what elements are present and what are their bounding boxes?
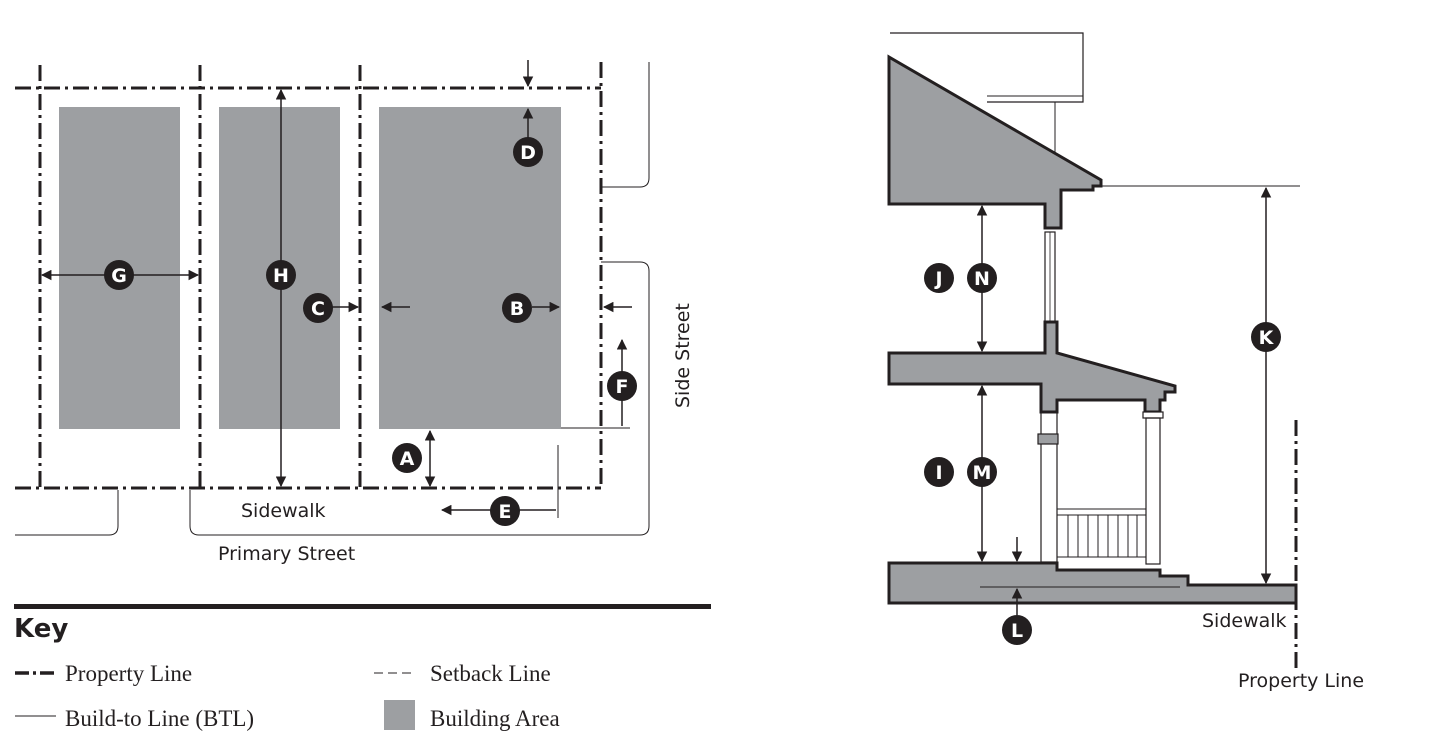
marker-a: A	[392, 443, 422, 473]
marker-i-label: I	[935, 462, 942, 484]
marker-g-label: G	[111, 265, 127, 287]
marker-i: I	[924, 457, 954, 487]
marker-n: N	[967, 263, 997, 293]
marker-h: H	[266, 260, 296, 290]
building-section: J N I M K L Sidewalk Pro	[887, 32, 1364, 692]
marker-a-label: A	[400, 448, 415, 470]
key-item-build-to-line: Build-to Line (BTL)	[15, 706, 254, 731]
marker-h-label: H	[273, 265, 289, 287]
plan-sidewalk-label: Sidewalk	[241, 500, 326, 522]
building-area-symbol	[384, 700, 415, 730]
ground-and-steps	[887, 561, 1298, 605]
marker-f-label: F	[616, 376, 629, 398]
marker-e: E	[490, 496, 520, 526]
floor-slab-porch-roof	[887, 320, 1177, 414]
primary-street-label: Primary Street	[218, 543, 355, 565]
section-markers: J N I M K L	[924, 263, 1281, 645]
plan-markers: G H C B D F A	[104, 137, 637, 526]
marker-e-label: E	[499, 501, 512, 523]
marker-k: K	[1251, 322, 1281, 352]
side-street-label: Side Street	[672, 303, 694, 408]
marker-f: F	[607, 371, 637, 401]
key-item-setback-line: Setback Line	[374, 661, 551, 686]
key-item-building-area: Building Area	[384, 700, 560, 731]
property-lines	[15, 62, 603, 490]
marker-l-label: L	[1011, 620, 1023, 642]
key-item-property-line: Property Line	[15, 661, 192, 686]
key-label-setback-line: Setback Line	[430, 661, 551, 686]
section-sidewalk-label: Sidewalk	[1202, 610, 1287, 632]
marker-c: C	[303, 293, 333, 323]
marker-l: L	[1002, 615, 1032, 645]
street-outlines	[15, 62, 650, 536]
marker-g: G	[104, 260, 134, 290]
key-title: Key	[14, 614, 68, 644]
key-divider	[14, 604, 711, 609]
marker-c-label: C	[311, 298, 325, 320]
marker-b-label: B	[510, 298, 524, 320]
site-plan: G H C B D F A	[15, 60, 694, 565]
porch-railing	[1056, 508, 1147, 558]
marker-k-label: K	[1259, 327, 1275, 349]
marker-d-label: D	[520, 142, 536, 164]
marker-m-label: M	[973, 462, 992, 484]
marker-j: J	[924, 263, 954, 293]
roof	[887, 54, 1103, 230]
marker-d: D	[513, 137, 543, 167]
reference-lines	[557, 427, 630, 518]
marker-n-label: N	[974, 268, 990, 290]
marker-m: M	[967, 457, 997, 487]
key-label-building-area: Building Area	[430, 706, 560, 731]
marker-b: B	[502, 293, 532, 323]
key-legend: Key Property Line Setback Line Build-to …	[14, 604, 711, 731]
key-label-property-line: Property Line	[65, 661, 192, 686]
marker-j-label: J	[933, 268, 942, 290]
section-property-line-label: Property Line	[1238, 670, 1364, 692]
key-label-build-to-line: Build-to Line (BTL)	[65, 706, 254, 731]
